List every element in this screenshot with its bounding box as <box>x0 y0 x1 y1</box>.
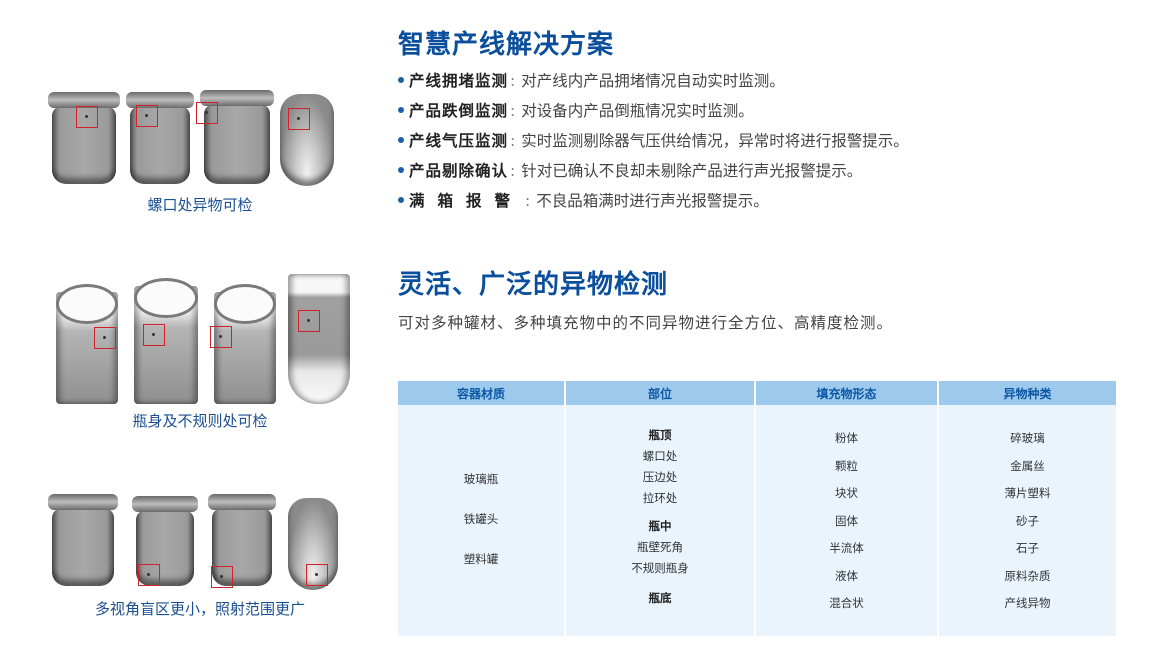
feature-item: 满箱报警: 不良品箱满时进行声光报警提示。 <box>398 186 909 216</box>
feature-item: 产线拥堵监测: 对产线内产品拥堵情况自动实时监测。 <box>398 66 909 96</box>
defect-marker <box>210 326 232 348</box>
defect-marker <box>306 564 328 586</box>
defect-marker <box>288 108 310 130</box>
defect-marker <box>136 105 158 127</box>
table-body: 玻璃瓶 铁罐头 塑料罐 瓶顶 螺口处 压边处 拉环处 瓶中 瓶壁死角 不规则瓶身… <box>398 405 1116 636</box>
xray-jar-image <box>208 494 276 586</box>
feature-list: 产线拥堵监测: 对产线内产品拥堵情况自动实时监测。 产品跌倒监测: 对设备内产品倒瓶… <box>398 66 909 216</box>
xray-jar-image <box>132 496 198 586</box>
table-cell: 颗粒 <box>835 458 858 473</box>
detection-table: 容器材质 部位 填充物形态 异物种类 玻璃瓶 铁罐头 塑料罐 瓶顶 螺口处 压边… <box>398 381 1116 636</box>
xray-jar-image <box>200 90 274 184</box>
xray-bottle-image <box>288 274 350 404</box>
xray-jar-image <box>48 494 118 586</box>
feature-key: 满箱报警 <box>409 192 524 210</box>
table-cell: 金属丝 <box>1010 458 1045 473</box>
defect-marker <box>94 327 116 349</box>
table-cell: 玻璃瓶 <box>463 472 499 486</box>
feature-item: 产品剔除确认: 针对已确认不良却未剔除产品进行声光报警提示。 <box>398 156 909 186</box>
caption-screw-mouth: 螺口处异物可检 <box>147 196 253 214</box>
table-cell-group: 瓶中 <box>648 519 672 533</box>
feature-text: 对设备内产品倒瓶情况实时监测。 <box>521 102 754 120</box>
feature-item: 产品跌倒监测: 对设备内产品倒瓶情况实时监测。 <box>398 96 909 126</box>
column-filler: 粉体 颗粒 块状 固体 半流体 液体 混合状 <box>756 405 939 636</box>
table-cell: 铁罐头 <box>463 512 499 526</box>
feature-text: 不良品箱满时进行声光报警提示。 <box>536 192 769 210</box>
table-cell: 碎玻璃 <box>1010 431 1045 445</box>
table-cell: 瓶壁死角 <box>637 540 683 554</box>
feature-key: 产线气压监测 <box>409 132 509 150</box>
header-material: 容器材质 <box>398 381 566 405</box>
table-cell-group: 瓶顶 <box>648 428 672 442</box>
header-filler: 填充物形态 <box>756 381 939 405</box>
defect-marker <box>76 106 98 128</box>
feature-text: 针对已确认不良却未剔除产品进行声光报警提示。 <box>521 162 863 180</box>
column-material: 玻璃瓶 铁罐头 塑料罐 <box>398 405 566 636</box>
table-cell: 半流体 <box>829 541 864 555</box>
table-cell: 产线异物 <box>1004 596 1051 610</box>
xray-jar-image <box>288 498 338 590</box>
defect-marker <box>298 310 320 332</box>
table-cell: 螺口处 <box>642 449 678 463</box>
feature-sep: : <box>510 72 516 90</box>
section-title-smart-line: 智慧产线解决方案 <box>398 30 615 60</box>
column-position: 瓶顶 螺口处 压边处 拉环处 瓶中 瓶壁死角 不规则瓶身 瓶底 <box>566 405 756 636</box>
caption-multiview: 多视角盲区更小，照射范围更广 <box>94 600 305 618</box>
defect-marker <box>196 102 218 124</box>
table-header-row: 容器材质 部位 填充物形态 异物种类 <box>398 381 1116 405</box>
header-position: 部位 <box>566 381 756 405</box>
feature-sep: : <box>510 162 516 180</box>
feature-sep: : <box>510 132 516 150</box>
feature-text: 实时监测剔除器气压供给情况，异常时将进行报警提示。 <box>521 132 909 150</box>
bullet-icon <box>398 167 404 173</box>
header-foreign-object: 异物种类 <box>1003 386 1052 401</box>
feature-key: 产线拥堵监测 <box>409 72 509 90</box>
table-cell: 砂子 <box>1016 513 1039 528</box>
defect-marker <box>143 324 165 346</box>
xray-jar-image <box>48 92 120 184</box>
table-cell: 石子 <box>1016 541 1039 555</box>
table-cell: 固体 <box>835 513 858 528</box>
table-cell: 不规则瓶身 <box>631 561 689 575</box>
feature-key: 产品剔除确认 <box>409 162 509 180</box>
bullet-icon <box>398 77 404 83</box>
xray-can-image <box>134 278 198 404</box>
caption-body: 瓶身及不规则处可检 <box>132 412 268 430</box>
feature-sep: : <box>510 102 516 120</box>
table-cell: 拉环处 <box>642 491 678 505</box>
feature-key: 产品跌倒监测 <box>409 102 509 120</box>
section-subtitle: 可对多种罐材、多种填充物中的不同异物进行全方位、高精度检测。 <box>398 314 894 332</box>
column-foreign-object: 碎玻璃 金属丝 薄片塑料 砂子 石子 原料杂质 产线异物 <box>939 405 1116 636</box>
xray-can-image <box>214 284 276 404</box>
bullet-icon <box>398 197 404 203</box>
inspection-images-panel: 螺口处异物可检 瓶身及不规则处可检 多视角盲区更小，照射范围更广 <box>40 0 360 665</box>
feature-text: 对产线内产品拥堵情况自动实时监测。 <box>521 72 785 90</box>
bullet-icon <box>398 137 404 143</box>
table-cell: 压边处 <box>642 470 678 484</box>
table-cell: 薄片塑料 <box>1004 486 1051 500</box>
table-cell: 粉体 <box>835 431 858 445</box>
defect-marker <box>138 564 160 586</box>
table-cell-group: 瓶底 <box>648 591 672 605</box>
table-cell: 原料杂质 <box>1004 568 1051 583</box>
bullet-icon <box>398 107 404 113</box>
section-title-foreign-detection: 灵活、广泛的异物检测 <box>398 270 669 300</box>
table-cell: 块状 <box>835 486 858 500</box>
xray-jar-image <box>126 92 194 184</box>
defect-marker <box>211 566 233 588</box>
table-cell: 塑料罐 <box>463 552 499 566</box>
table-cell: 混合状 <box>829 596 864 610</box>
table-cell: 液体 <box>835 568 858 583</box>
xray-jar-image <box>280 94 334 186</box>
feature-item: 产线气压监测: 实时监测剔除器气压供给情况，异常时将进行报警提示。 <box>398 126 909 156</box>
feature-sep: : <box>525 192 531 210</box>
